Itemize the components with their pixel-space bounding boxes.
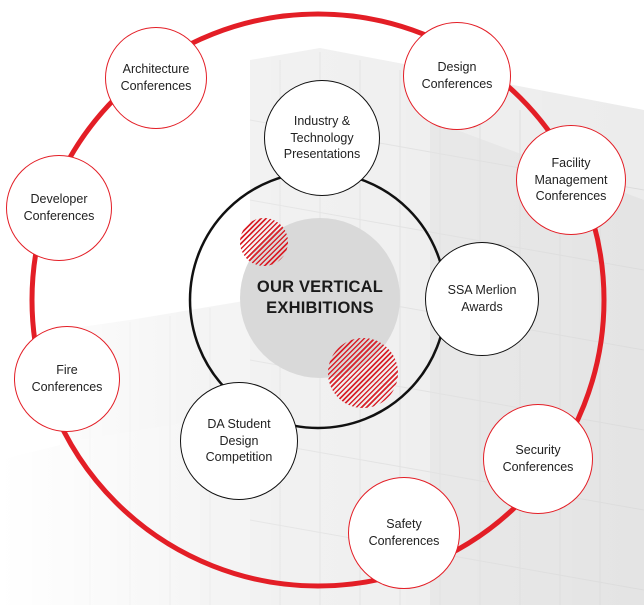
node-ssa-merlion-awards: SSA Merlion Awards bbox=[425, 242, 539, 356]
node-label: DA Student Design Competition bbox=[205, 416, 273, 465]
node-label: Industry & Technology Presentations bbox=[283, 113, 361, 162]
node-safety-conferences: Safety Conferences bbox=[348, 477, 460, 589]
hatched-accent-small bbox=[240, 218, 288, 266]
node-developer-conferences: Developer Conferences bbox=[6, 155, 112, 261]
node-fire-conferences: Fire Conferences bbox=[14, 326, 120, 432]
node-label: Architecture Conferences bbox=[120, 62, 192, 93]
node-da-student-design-competition: DA Student Design Competition bbox=[180, 382, 298, 500]
center-title: OUR VERTICAL EXHIBITIONS bbox=[256, 277, 384, 317]
node-label: Design Conferences bbox=[421, 60, 493, 91]
node-architecture-conferences: Architecture Conferences bbox=[105, 27, 207, 129]
node-facility-management-conferences: Facility Management Conferences bbox=[516, 125, 626, 235]
node-label: Fire Conferences bbox=[31, 363, 103, 394]
outer-red-ring bbox=[29, 11, 607, 589]
node-design-conferences: Design Conferences bbox=[403, 22, 511, 130]
node-security-conferences: Security Conferences bbox=[483, 404, 593, 514]
node-label: Developer Conferences bbox=[23, 192, 95, 223]
node-label: SSA Merlion Awards bbox=[447, 283, 517, 314]
node-label: Security Conferences bbox=[502, 443, 574, 474]
node-industry-technology-presentations: Industry & Technology Presentations bbox=[264, 80, 380, 196]
node-label: Facility Management Conferences bbox=[534, 155, 608, 204]
hatched-accent-large bbox=[328, 338, 398, 408]
node-label: Safety Conferences bbox=[368, 517, 440, 548]
